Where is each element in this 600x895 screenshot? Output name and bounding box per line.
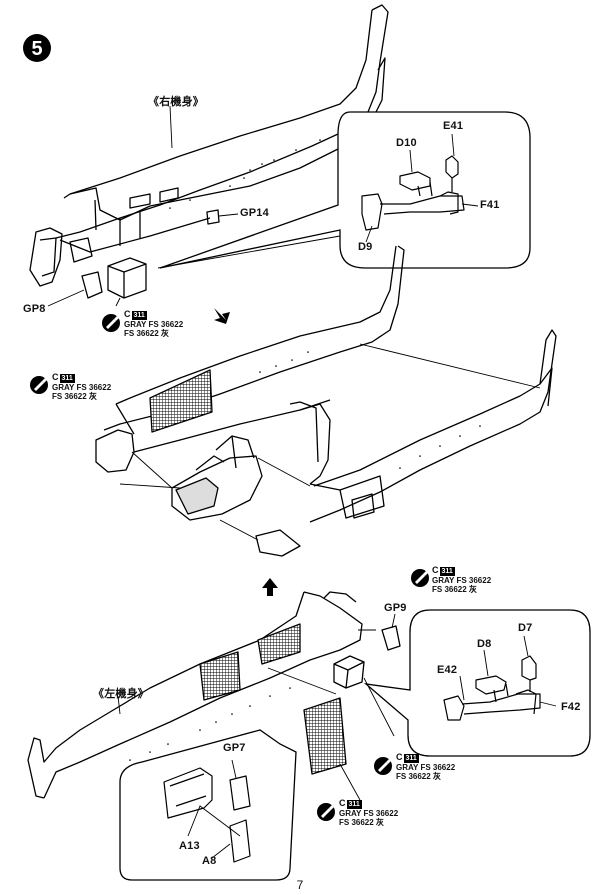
direction-arrow-2 — [262, 578, 278, 596]
paint-line2: FS 36622 灰 — [124, 329, 169, 338]
paint-line2: FS 36622 灰 — [339, 818, 384, 827]
part-d8: D8 — [477, 638, 492, 650]
paint-code: 311 — [403, 754, 419, 763]
paint-prefix: C — [52, 372, 59, 382]
part-d9: D9 — [358, 241, 373, 253]
assembled-fuselage — [95, 245, 557, 557]
right-fuselage-label: 《右機身》 — [148, 96, 204, 108]
part-gp8: GP8 — [23, 303, 46, 315]
detail-callout-top — [159, 111, 531, 269]
paint-line2: FS 36622 灰 — [432, 585, 477, 594]
paint-prefix: C — [124, 309, 131, 319]
part-f41: F41 — [480, 199, 500, 211]
paint-code: 311 — [131, 311, 147, 320]
part-gp9: GP9 — [384, 602, 407, 614]
paint-line1: GRAY FS 36622 — [124, 320, 184, 329]
part-gp7: GP7 — [223, 742, 246, 754]
detail-callout-right — [363, 609, 591, 757]
paint-brush-icon-5 — [317, 803, 335, 821]
part-d7: D7 — [518, 622, 533, 634]
paint-line2: FS 36622 灰 — [52, 392, 97, 401]
detail-callout-bottom — [119, 729, 297, 881]
paint-line1: GRAY FS 36622 — [52, 383, 112, 392]
paint-brush-icon-1 — [102, 314, 120, 332]
paint-line2: FS 36622 灰 — [396, 772, 441, 781]
part-f42: F42 — [561, 701, 581, 713]
part-a8: A8 — [202, 855, 217, 867]
page-number: 7 — [296, 878, 304, 892]
paint-line1: GRAY FS 36622 — [339, 809, 399, 818]
paint-brush-icon-3 — [411, 569, 429, 587]
paint-brush-icon-4 — [374, 757, 392, 775]
paint-line1: GRAY FS 36622 — [432, 576, 492, 585]
paint-code: 311 — [59, 374, 75, 383]
step-number: 5 — [31, 38, 42, 60]
part-e42: E42 — [437, 664, 458, 676]
paint-code: 311 — [439, 567, 455, 576]
paint-code: 311 — [346, 800, 362, 809]
step-badge: 5 — [23, 34, 51, 62]
left-fuselage-half — [27, 591, 401, 801]
left-fuselage-label: 《左機身》 — [93, 688, 149, 700]
part-a13: A13 — [179, 840, 200, 852]
paint-line1: GRAY FS 36622 — [396, 763, 456, 772]
direction-arrow-1 — [214, 308, 230, 324]
part-e41: E41 — [443, 120, 464, 132]
paint-prefix: C — [396, 752, 403, 762]
paint-brush-icon-2 — [30, 376, 48, 394]
paint-prefix: C — [339, 798, 346, 808]
paint-prefix: C — [432, 565, 439, 575]
part-d10: D10 — [396, 137, 417, 149]
part-gp14: GP14 — [240, 207, 269, 219]
